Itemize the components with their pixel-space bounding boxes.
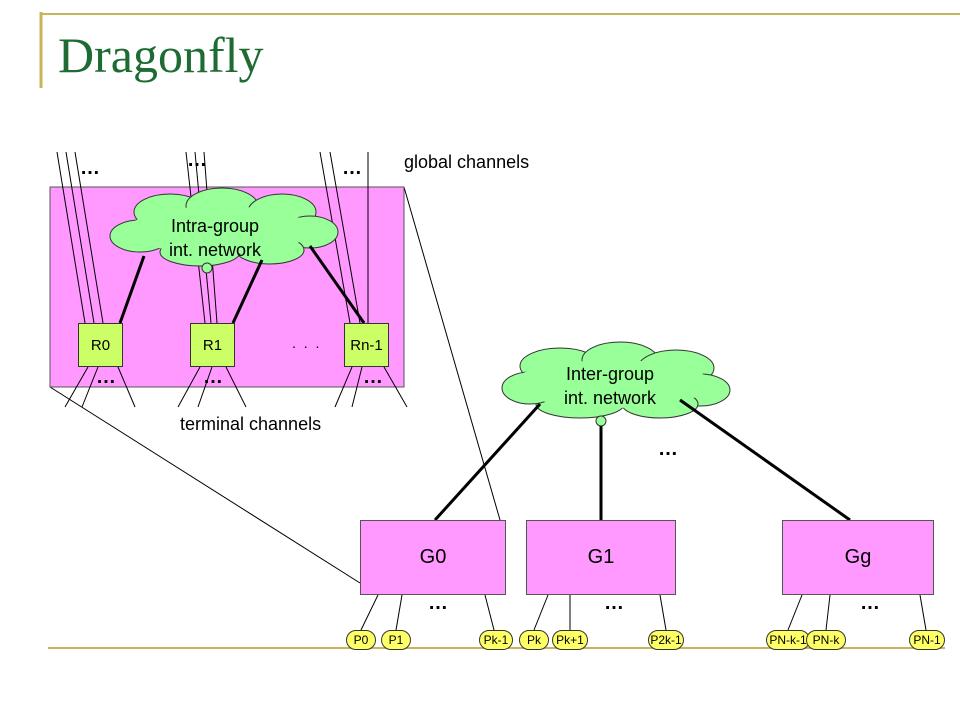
terminal-channels-label: terminal channels — [180, 414, 322, 434]
ellipsis-terminal-r0: … — [96, 366, 117, 388]
port-pk: Pk — [519, 630, 549, 650]
group-g0: G0 — [360, 520, 506, 595]
intra-group-label: Intra-group int. network — [140, 214, 290, 262]
port-pn-k: PN-k — [806, 630, 846, 650]
inter-cloud-handle-icon — [595, 415, 607, 427]
port-pk-plus-1: Pk+1 — [552, 630, 588, 650]
port-p2k-1: P2k-1 — [648, 630, 684, 650]
global-channels-label: global channels — [404, 152, 530, 172]
inter-label-line2: int. network — [563, 388, 657, 408]
ellipsis-terminal-rn: … — [363, 366, 384, 388]
port-lines — [360, 594, 927, 631]
ellipsis-ports-gg: … — [860, 592, 881, 614]
ellipsis-terminal-r1: … — [203, 366, 224, 388]
port-p1: P1 — [381, 630, 411, 650]
intra-group-links — [118, 245, 366, 324]
port-pn-k-1: PN-k-1 — [766, 630, 810, 650]
port-pk-1: Pk-1 — [479, 630, 513, 650]
port-p0: P0 — [346, 630, 376, 650]
terminal-channel-lines — [64, 366, 408, 408]
intra-label-line1: Intra-group — [170, 216, 260, 236]
group-g1: G1 — [526, 520, 676, 595]
ellipsis-ports-g0: … — [428, 592, 449, 614]
zoom-line-top — [403, 186, 501, 521]
zoom-line-bottom — [49, 386, 361, 584]
ellipsis-groups: … — [658, 438, 679, 460]
inter-label-line1: Inter-group — [565, 364, 655, 384]
group-gg: Gg — [782, 520, 934, 595]
router-dots: . . . — [292, 335, 322, 351]
ellipsis-ports-g1: … — [604, 592, 625, 614]
router-rn-1: Rn-1 — [344, 323, 389, 367]
port-pn-1: PN-1 — [909, 630, 945, 650]
ellipsis-global-rn: … — [342, 157, 363, 179]
slide-title: Dragonfly — [58, 27, 264, 83]
intra-cloud-handle-icon — [201, 262, 213, 274]
intra-label-line2: int. network — [168, 240, 262, 260]
router-r0: R0 — [78, 323, 123, 367]
ellipsis-global-r1: … — [187, 149, 208, 171]
inter-group-cloud — [501, 341, 731, 419]
ellipsis-global-r0: … — [80, 157, 101, 179]
intra-group-cloud — [109, 187, 339, 267]
inter-group-links — [433, 398, 851, 522]
inter-group-label: Inter-group int. network — [530, 362, 690, 410]
router-r1: R1 — [190, 323, 235, 367]
